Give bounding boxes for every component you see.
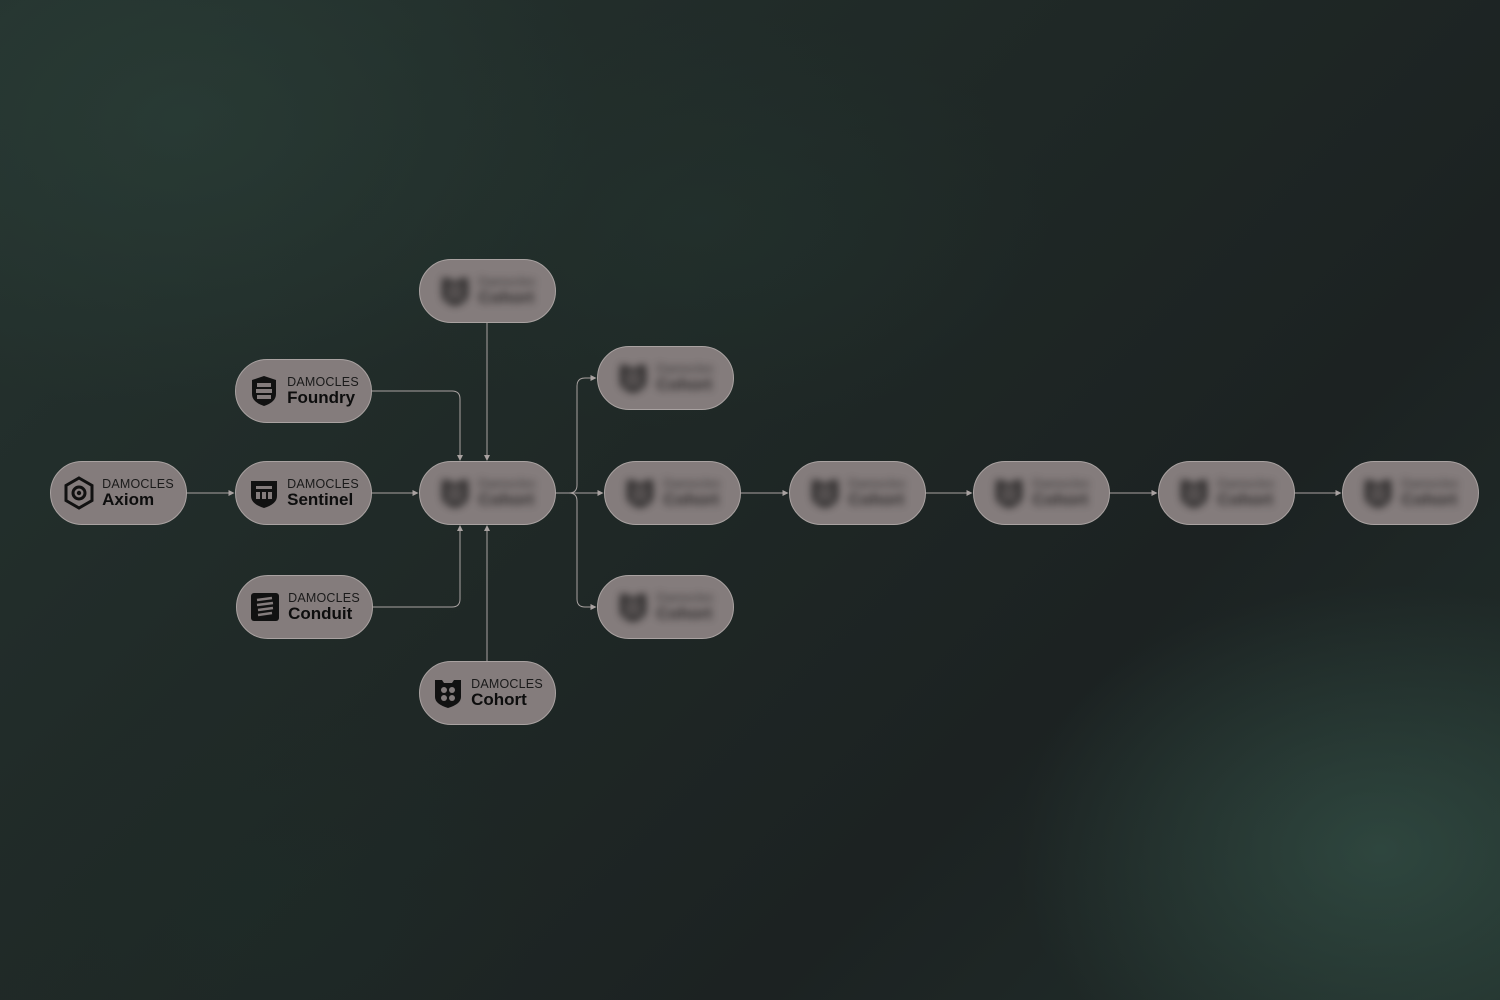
node-brand: Damocles (1032, 476, 1090, 491)
node-brand: Damocles (1217, 476, 1275, 491)
conduit-square-icon (248, 590, 282, 624)
cohort-shield-icon (1361, 476, 1395, 510)
node-name: Sentinel (287, 490, 354, 510)
cohort-shield-icon (623, 476, 657, 510)
cohort-shield-icon (808, 476, 842, 510)
node-brand: DAMOCLES (102, 476, 174, 491)
node-brand: Damocles (848, 476, 906, 491)
cohort-shield-icon (438, 274, 472, 308)
cohort-shield-icon (438, 476, 472, 510)
node-name: Cohort (478, 490, 535, 510)
hexagon-gear-icon (62, 476, 96, 510)
node-brand: Damocles (663, 476, 721, 491)
node-brand: Damocles (1401, 476, 1459, 491)
node-name: Foundry (287, 388, 356, 408)
node-brand: DAMOCLES (288, 590, 360, 605)
node-name: Conduit (288, 604, 353, 624)
node-name: Cohort (1401, 490, 1458, 510)
cohort-shield-icon (1177, 476, 1211, 510)
node-name: Cohort (656, 604, 713, 624)
cohort-shield-icon (992, 476, 1026, 510)
edge-conduit-to-hub (372, 525, 463, 608)
cohort-shield-icon (616, 590, 650, 624)
node-brand: Damocles (656, 590, 714, 605)
node-brand: Damocles (478, 274, 536, 289)
edge-foundry-to-hub (371, 390, 463, 461)
node-name: Cohort (478, 288, 535, 308)
foundry-shield-icon (247, 374, 281, 408)
node-name: Cohort (656, 375, 713, 395)
sentinel-shield-icon (247, 476, 281, 510)
node-name: Cohort (1217, 490, 1274, 510)
node-brand: DAMOCLES (287, 476, 359, 491)
node-name: Cohort (1032, 490, 1089, 510)
node-name: Axiom (102, 490, 155, 510)
node-name: Cohort (663, 490, 720, 510)
node-brand: Damocles (478, 476, 536, 491)
edge-hub-to-out-upper (555, 375, 597, 494)
node-brand: Damocles (656, 361, 714, 376)
node-brand: DAMOCLES (471, 676, 543, 691)
node-brand: DAMOCLES (287, 374, 359, 389)
cohort-shield-icon (431, 676, 465, 710)
node-name: Cohort (471, 690, 527, 710)
cohort-shield-icon (616, 361, 650, 395)
node-name: Cohort (848, 490, 905, 510)
edge-hub-to-out-lower (555, 492, 597, 610)
